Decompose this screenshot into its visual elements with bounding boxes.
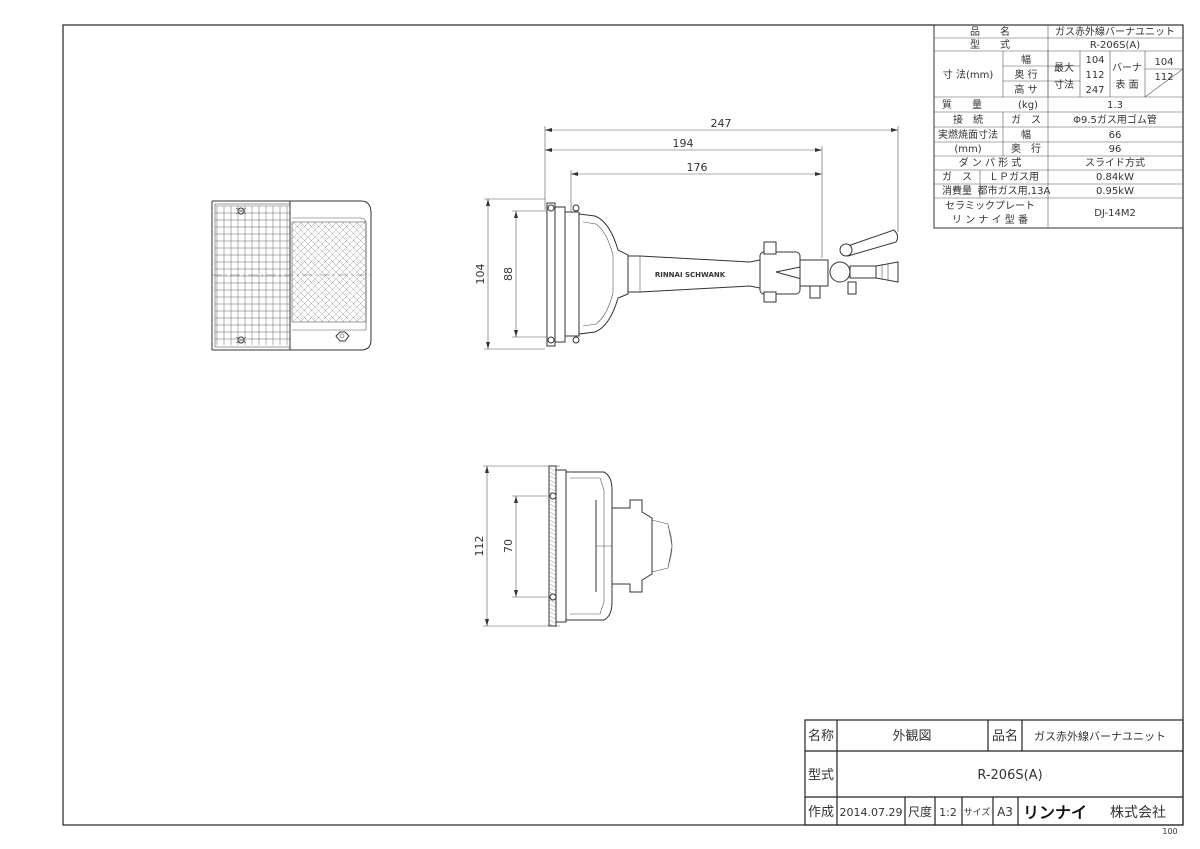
title-scale-value: 1:2 [939,806,957,819]
spec-sub-lpg: ＬＰガス用 [989,171,1039,183]
top-view: 112 70 [473,465,673,628]
title-product-value: ガス赤外線バーナユニット [1034,729,1166,743]
spec-sub-connection: ガ ス [1011,114,1041,126]
spec-value-ceramic: DJ-14M2 [1094,208,1136,219]
spec-sub-burn-width: 幅 [1021,128,1031,141]
spec-value-mass: 1.3 [1107,100,1123,111]
front-nut [335,331,350,342]
dim-104: 104 [474,198,545,350]
dim-104-label: 104 [474,264,487,285]
spec-dims-max-width: 104 [1085,55,1104,66]
title-block: 名称 外観図 品名 ガス赤外線バーナユニット 型式 R-206S(A) 作成 2… [804,719,1184,826]
dim-112: 112 [473,465,560,627]
title-model-value: R-206S(A) [977,768,1042,783]
spec-value-lpg: 0.84kW [1096,172,1134,183]
dim-247-label: 247 [711,117,732,130]
dim-88: 88 [502,210,548,338]
dim-70-label: 70 [502,539,515,553]
spec-sub-city-gas: 都市ガス用,13A [978,184,1051,197]
spec-label-damper: ダ ン パ 形 式 [959,156,1022,169]
spec-label-model: 型 式 [970,38,1010,51]
spec-dims-max-depth: 112 [1085,70,1104,81]
company-logo: リンナイ [1023,803,1087,822]
title-name-value: 外観図 [892,729,931,744]
spec-label-ceramic: セラミックプレート [945,200,1035,212]
spec-value-connection: Φ9.5ガス用ゴム管 [1073,113,1157,126]
spec-value-model: R-206S(A) [1090,40,1140,51]
ceramic-grid [215,205,290,345]
spec-label-burn-size: 実燃焼面寸法 [938,128,998,141]
spec-value-product: ガス赤外線バーナユニット [1055,25,1175,38]
spec-value-damper: スライド方式 [1085,156,1145,169]
spec-label-burn-unit: (mm) [954,144,981,155]
spec-dims-burner-width: 104 [1154,57,1173,68]
spec-dims-max-label-2: 寸法 [1054,78,1074,91]
dim-194: 194 [545,137,823,258]
spec-label-consumption: 消費量 [942,184,972,197]
burner-mesh [292,222,366,322]
spec-dims-depth-label: 奥 行 [1014,68,1037,81]
spec-value-city-gas: 0.95kW [1096,186,1134,197]
spec-dims-burner-label-1: バーナ [1112,62,1142,74]
dim-194-label: 194 [673,137,694,150]
body-marking: RINNAI SCHWANK [655,271,726,279]
title-created-value: 2014.07.29 [840,806,903,819]
spec-label-connection: 接 続 [953,113,983,126]
plate-hatch [548,467,557,628]
spec-dims-max-height: 247 [1085,85,1104,96]
drawing-frame [62,24,1184,826]
title-product-label: 品名 [992,728,1018,744]
company-suffix: 株式会社 [1110,805,1166,821]
dim-70: 70 [502,495,548,598]
dim-247: 247 [544,117,899,232]
spec-unit-mass: (kg) [1018,100,1038,111]
spec-value-burn-width: 66 [1109,130,1122,141]
spec-label-ceramic-2: リ ン ナ イ 型 番 [952,213,1028,226]
title-size-label: サイズ [964,806,991,818]
title-model-label: 型式 [808,768,834,783]
spec-label-mass: 質 量 [942,98,982,111]
title-created-label: 作成 [808,805,834,820]
dim-112-label: 112 [473,536,486,557]
title-name-label: 名称 [808,728,834,744]
dim-176: 176 [570,161,822,212]
side-view: 247 194 176 104 88 [474,117,899,350]
front-view [211,200,372,351]
spec-dims-burner-label-2: 表 面 [1115,78,1138,91]
spec-dims-label: 寸 法(mm) [943,68,994,81]
spec-dims-max-label-1: 最大 [1054,61,1074,74]
spec-dims-burner-depth: 112 [1154,72,1173,83]
spec-label-product: 品 名 [970,25,1010,38]
spec-dims-height-label: 高 サ [1014,83,1037,96]
corner-note: 100 [1162,827,1177,836]
spec-dims-width-label: 幅 [1021,53,1031,66]
dim-88-label: 88 [502,267,515,281]
spec-label-gas: ガ ス [942,171,972,183]
title-size-value: A3 [997,805,1013,819]
spec-value-burn-depth: 96 [1109,144,1122,155]
spec-sub-burn-depth: 奥 行 [1011,142,1041,155]
dim-176-label: 176 [687,161,708,174]
spec-table: 品 名 ガス赤外線バーナユニット 型 式 R-206S(A) 寸 法(mm) 幅… [933,24,1184,229]
title-scale-label: 尺度 [908,804,932,819]
